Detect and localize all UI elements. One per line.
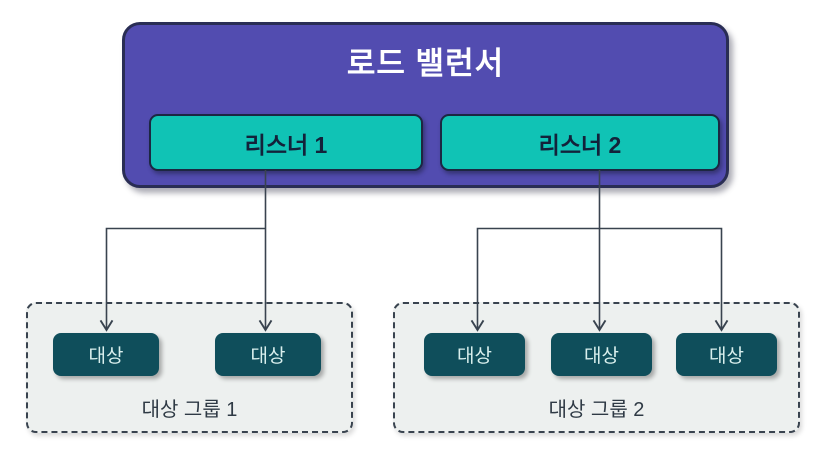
target-group-1-box: 대상 대상 대상 그룹 1 xyxy=(26,302,353,433)
target-label: 대상 xyxy=(457,346,492,367)
target-group-2-box: 대상 대상 대상 대상 그룹 2 xyxy=(393,302,800,433)
target-box: 대상 xyxy=(53,333,159,376)
listener-2-box: 리스너 2 xyxy=(440,114,720,171)
target-group-2-label: 대상 그룹 2 xyxy=(548,399,645,421)
load-balancer-box: 로드 밸런서 리스너 1 리스너 2 xyxy=(122,22,729,188)
listener-1-box: 리스너 1 xyxy=(149,114,423,171)
target-label: 대상 xyxy=(88,346,124,367)
target-box: 대상 xyxy=(215,333,321,376)
target-label: 대상 xyxy=(584,346,619,367)
target-box: 대상 xyxy=(676,333,777,376)
load-balancer-title: 로드 밸런서 xyxy=(346,46,505,81)
listener-1-label: 리스너 1 xyxy=(244,131,328,158)
target-group-1-label: 대상 그룹 1 xyxy=(141,399,238,421)
target-box: 대상 xyxy=(551,333,652,376)
target-label: 대상 xyxy=(250,346,286,367)
listener-2-label: 리스너 2 xyxy=(538,131,622,158)
target-box: 대상 xyxy=(424,333,525,376)
target-label: 대상 xyxy=(709,346,744,367)
